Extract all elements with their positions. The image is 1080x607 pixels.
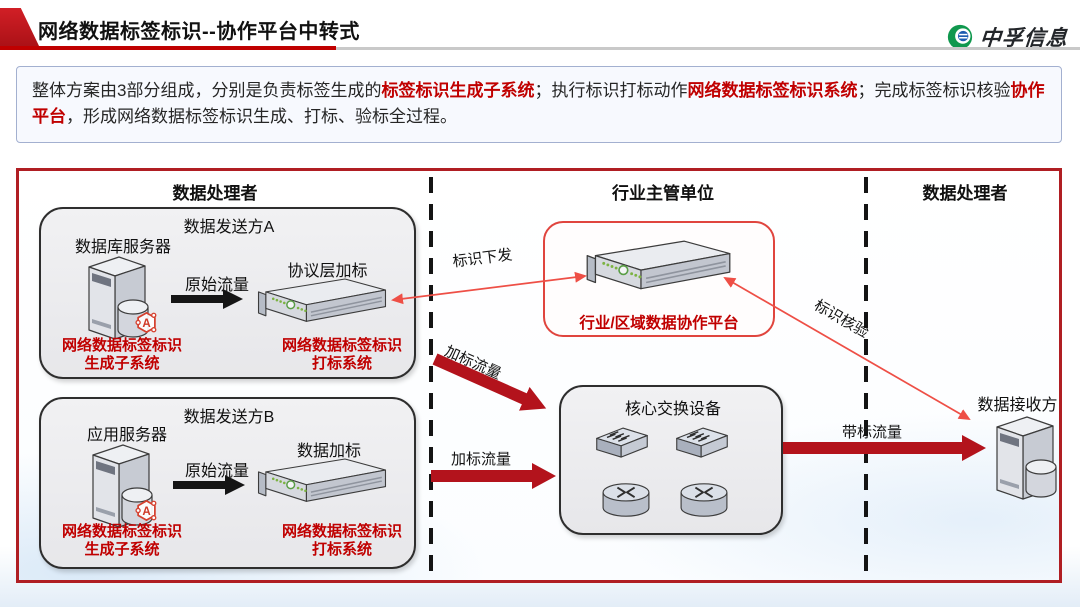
description-text: 整体方案由3部分组成，分别是负责标签生成的标签标识生成子系统；执行标识打标动作网… bbox=[32, 81, 1045, 126]
sender-a-flow-label: 原始流量 bbox=[184, 277, 249, 294]
tagged-flow-arrow-a bbox=[432, 353, 547, 411]
verification-text: 标识核验 bbox=[811, 297, 871, 342]
section-title-industry-authority: 行业主管单位 bbox=[612, 184, 714, 203]
title-underline-red bbox=[0, 46, 336, 50]
router-icon bbox=[677, 479, 731, 521]
router-icon bbox=[599, 479, 653, 521]
dashed-divider-right bbox=[864, 177, 868, 579]
core-switch-title: 核心交换设备 bbox=[624, 401, 721, 418]
label-a-badge-icon bbox=[133, 497, 160, 524]
diagram-panel: 数据处理者 行业主管单位 数据处理者 数据发送方A 数据库服务器 原始流量 协议… bbox=[16, 168, 1062, 583]
sender-a-server-label: 数据库服务器 bbox=[74, 239, 171, 256]
core-switch-box: 核心交换设备 bbox=[559, 385, 783, 535]
section-title-data-processor-left: 数据处理者 bbox=[172, 184, 258, 203]
labeled-traffic-text: 带标流量 bbox=[842, 424, 902, 441]
title-underline-gray bbox=[336, 47, 1080, 50]
section-title-data-processor-right: 数据处理者 bbox=[922, 184, 1008, 203]
description-box: 整体方案由3部分组成，分别是负责标签生成的标签标识生成子系统；执行标识打标动作网… bbox=[16, 66, 1062, 143]
sender-b-server-label: 应用服务器 bbox=[86, 427, 167, 444]
switch-icon bbox=[593, 423, 651, 465]
tagged-flow-text-b: 加标流量 bbox=[451, 451, 511, 468]
dashed-divider-left bbox=[429, 177, 433, 579]
collaboration-platform-box: 行业/区域数据协作平台 bbox=[543, 221, 775, 337]
tagging-device-b-icon bbox=[253, 455, 391, 509]
tagged-flow-text-a: 加标流量 bbox=[442, 343, 504, 383]
label-a-badge-icon bbox=[133, 309, 160, 336]
sender-a-device-label: 协议层加标 bbox=[287, 263, 368, 280]
sender-b-gen-subsystem-label: 网络数据标签标识 生成子系统 bbox=[61, 523, 182, 558]
sender-a-gen-subsystem-label: 网络数据标签标识 生成子系统 bbox=[61, 337, 182, 372]
receiver-server-icon bbox=[983, 411, 1065, 503]
sender-b-title: 数据发送方B bbox=[183, 409, 275, 426]
receiver-label: 数据接收方 bbox=[977, 397, 1058, 414]
label-issue-text: 标识下发 bbox=[452, 246, 514, 270]
page-title: 网络数据标签标识--协作平台中转式 bbox=[38, 21, 360, 43]
sender-b-tagging-system-label: 网络数据标签标识 打标系统 bbox=[281, 523, 402, 558]
sender-a-tagging-system-label: 网络数据标签标识 打标系统 bbox=[281, 337, 402, 372]
sender-b-device-label: 数据加标 bbox=[296, 443, 361, 460]
switch-icon bbox=[673, 423, 731, 465]
title-accent-shape bbox=[0, 8, 40, 48]
collaboration-platform-label: 行业/区域数据协作平台 bbox=[579, 315, 739, 332]
sender-a-title: 数据发送方A bbox=[183, 219, 275, 236]
tagging-device-a-icon bbox=[253, 275, 391, 329]
platform-device-icon bbox=[581, 237, 736, 297]
sender-b-flow-label: 原始流量 bbox=[184, 463, 249, 480]
